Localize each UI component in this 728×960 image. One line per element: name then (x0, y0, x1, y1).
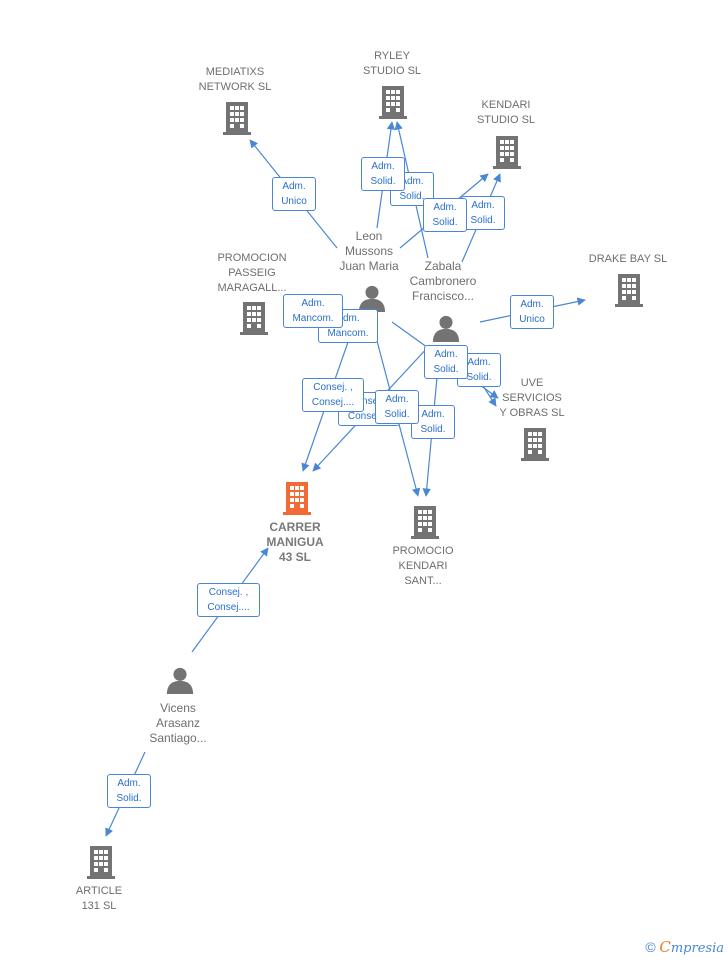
relation-badge[interactable]: Adm. Unico (272, 177, 316, 211)
company-label-promocio-kendari[interactable]: PROMOCIO KENDARI SANT... (392, 545, 454, 587)
company-label-article[interactable]: ARTICLE 131 SL (75, 885, 123, 912)
building-icon (379, 86, 407, 119)
relation-badge[interactable]: Adm. Solid. (107, 774, 151, 808)
relation-badge[interactable]: Adm. Solid. (361, 157, 405, 191)
relation-badge[interactable]: Consej. , Consej.... (197, 583, 260, 617)
building-icon (411, 506, 439, 539)
copyright-symbol: © (645, 939, 656, 955)
company-label-drake-bay[interactable]: DRAKE BAY SL (588, 253, 668, 265)
person-label-zabala[interactable]: Zabala Cambronero Francisco... (409, 259, 477, 303)
person-label-leon[interactable]: Leon Mussons Juan Maria (339, 229, 399, 273)
building-icon (240, 302, 268, 335)
building-icon (87, 846, 115, 879)
company-label-carrer-manigua[interactable]: CARRER MANIGUA 43 SL (266, 520, 324, 564)
brand-name: mpresia (670, 941, 724, 956)
relation-badge[interactable]: Adm. Solid. (375, 390, 419, 424)
relation-badge[interactable]: Adm. Solid. (423, 198, 467, 232)
node-icons (87, 86, 643, 879)
relation-badge[interactable]: Adm. Unico (510, 295, 554, 329)
building-icon (493, 136, 521, 169)
company-label-kendari-studio[interactable]: KENDARI STUDIO SL (476, 99, 536, 126)
person-label-vicens[interactable]: Vicens Arasanz Santiago... (149, 701, 207, 745)
brand-initial: C (659, 938, 671, 956)
person-icon (166, 667, 194, 694)
person-icon (432, 315, 460, 342)
building-icon (283, 482, 311, 515)
company-label-promocion-passeig[interactable]: PROMOCION PASSEIG MARAGALL... (217, 252, 287, 294)
company-label-ryley[interactable]: RYLEY STUDIO SL (362, 50, 422, 77)
building-icon (615, 274, 643, 307)
relation-badge[interactable]: Adm. Solid. (461, 196, 505, 230)
relation-badge[interactable]: Consej. , Consej.... (302, 378, 364, 412)
relation-badge[interactable]: Adm. Mancom. (283, 294, 343, 328)
relation-badge[interactable]: Adm. Solid. (424, 345, 468, 379)
building-icon (521, 428, 549, 461)
company-label-mediatixs[interactable]: MEDIATIXS NETWORK SL (198, 66, 272, 93)
company-label-uve[interactable]: UVE SERVICIOS Y OBRAS SL (499, 377, 565, 419)
building-icon (223, 102, 251, 135)
empresia-logo: © Cmpresia (645, 938, 724, 956)
